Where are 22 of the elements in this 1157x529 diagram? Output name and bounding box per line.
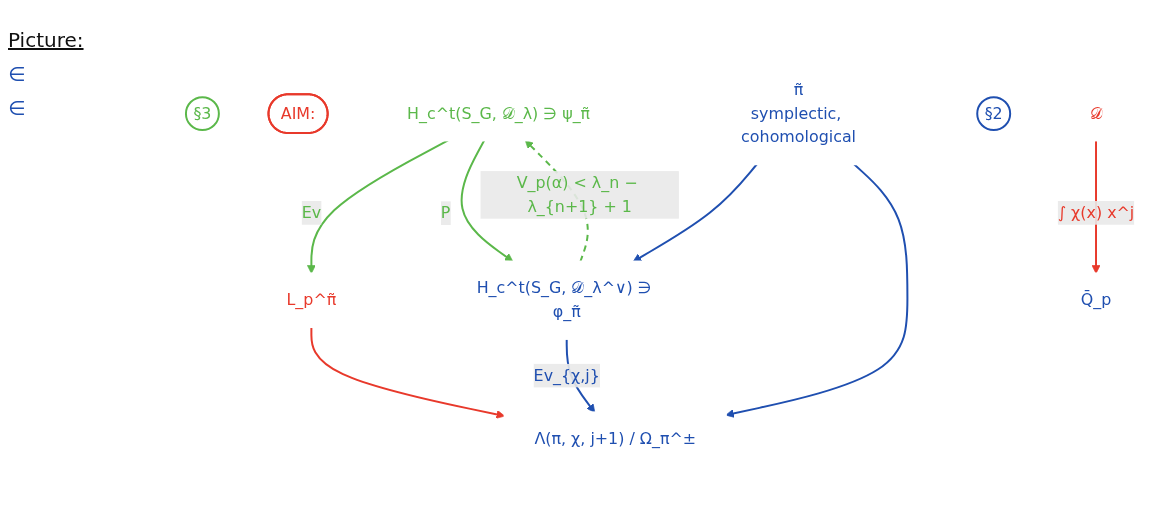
arrow <box>460 139 514 262</box>
edge-label: P <box>440 203 451 223</box>
node-circle: §3 <box>184 96 220 132</box>
edge-label: V_p(α) < λ_n − λ_{n+1} + 1 <box>516 173 638 216</box>
node-text: Λ(π, χ, j+1) / Ω_π^± <box>534 429 697 449</box>
arrow <box>725 163 909 418</box>
node-text: H_c^t(S_G, 𝒟_λ) ∋ ψ_π̃ <box>407 103 591 123</box>
element-of-symbol: ∈ <box>8 62 27 86</box>
node-text: π̃ symplectic, cohomological <box>741 79 857 147</box>
arrow <box>632 163 758 262</box>
node-circle: §2 <box>976 96 1012 132</box>
element-of-symbol: ∈ <box>8 96 27 120</box>
arrow <box>310 326 505 419</box>
node-text: H_c^t(S_G, 𝒟_λ^∨) ∋ φ_π̃ <box>476 278 652 322</box>
node-text: Q̄_p <box>1080 290 1112 310</box>
edge-label: ∫ χ(x) x^j <box>1057 202 1135 222</box>
heading-label: Picture: <box>8 28 85 52</box>
node-text: 𝒟 <box>1089 103 1103 123</box>
edge-label: Ev <box>301 202 322 222</box>
arrow <box>307 139 450 274</box>
node-text: L_p^π̃ <box>286 290 337 310</box>
edge-label: Ev_{χ,j} <box>533 365 600 385</box>
